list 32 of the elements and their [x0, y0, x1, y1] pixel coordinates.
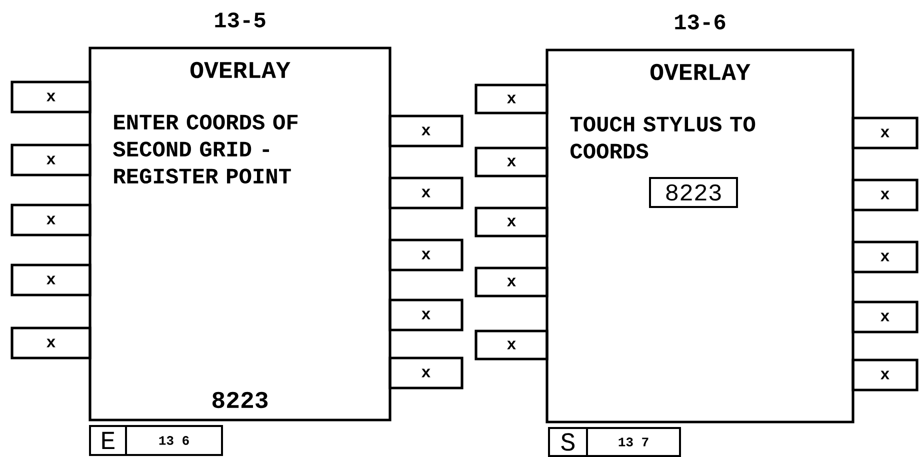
instruction-text: TOUCH STYLUS TO COORDS: [570, 116, 756, 159]
side-key: x: [10, 326, 92, 360]
screen-number: 13-5: [215, 12, 266, 28]
tag-number-box: 13 7: [586, 427, 681, 457]
screen-title: OVERLAY: [650, 64, 750, 80]
side-key: x: [852, 240, 918, 274]
instruction-text: ENTER COORDS OF SECOND GRID - REGISTER POINT: [113, 114, 298, 184]
side-key: x: [10, 204, 92, 236]
side-key: x: [10, 80, 92, 114]
screen-title: OVERLAY: [190, 62, 290, 78]
side-key: x: [10, 264, 92, 296]
side-key: x: [852, 178, 918, 212]
side-key: x: [388, 238, 464, 272]
side-key: x: [388, 114, 464, 148]
side-key: x: [388, 176, 464, 210]
side-key: x: [474, 146, 548, 178]
side-key: x: [852, 300, 918, 334]
side-key: x: [388, 356, 464, 390]
side-key: x: [474, 330, 548, 360]
tag-number-box: 13 6: [125, 425, 223, 456]
side-key: x: [474, 266, 548, 298]
code-number: 8223: [212, 392, 268, 408]
side-key: x: [852, 116, 918, 150]
screen-number: 13-6: [675, 14, 726, 30]
code-box: 8223: [649, 177, 738, 208]
side-key: x: [852, 358, 918, 392]
tag-letter-box: E: [89, 425, 127, 456]
side-key: x: [474, 206, 548, 238]
side-key: x: [388, 298, 464, 332]
tag-letter-box: S: [548, 427, 588, 457]
side-key: x: [10, 144, 92, 176]
side-key: x: [474, 84, 548, 114]
